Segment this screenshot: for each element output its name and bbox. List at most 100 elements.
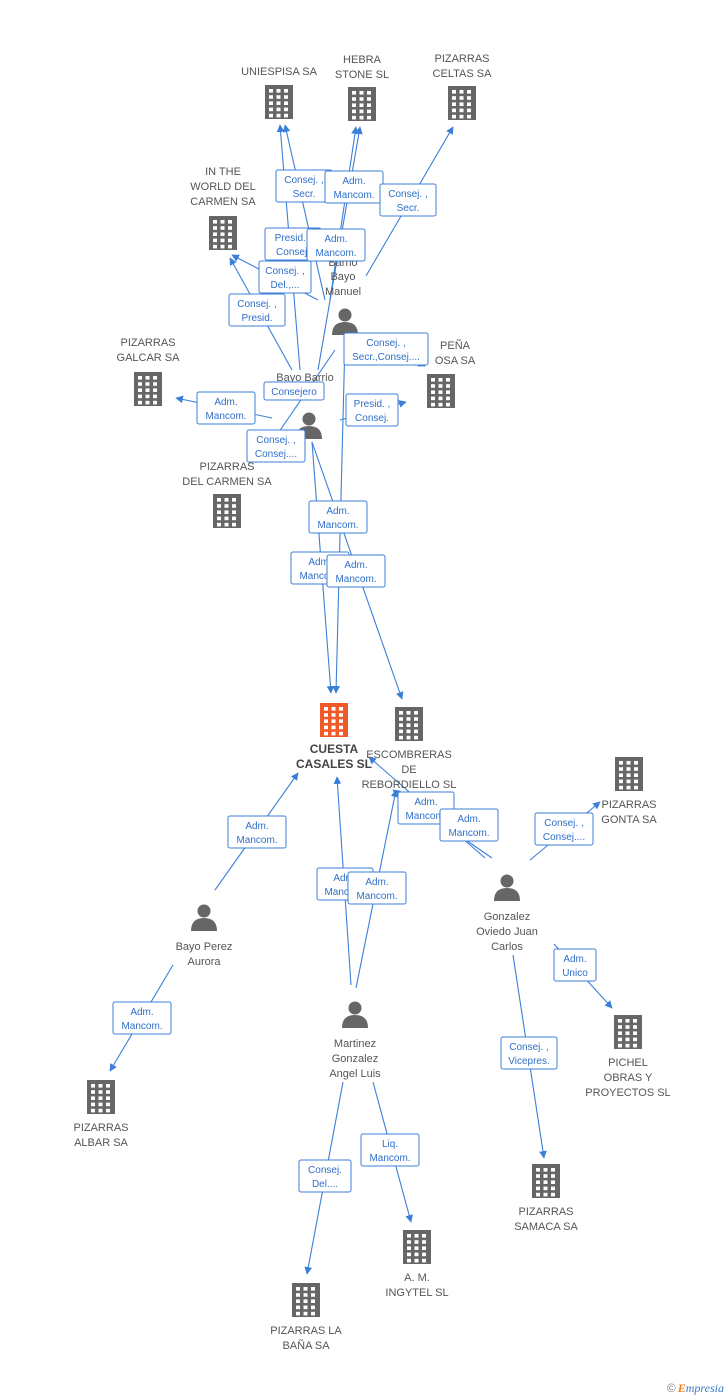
- person-icon[interactable]: [494, 874, 520, 902]
- company-building-icon[interactable]: [427, 374, 455, 408]
- focus-company-building-icon[interactable]: [320, 703, 348, 737]
- building-window: [406, 711, 411, 715]
- company-building-icon[interactable]: [265, 85, 293, 119]
- company-building-icon[interactable]: [532, 1164, 560, 1198]
- building-window: [91, 1108, 95, 1113]
- building-window: [446, 390, 450, 394]
- company-building-icon[interactable]: [448, 86, 476, 120]
- edge-label-bayomanuel-uniespisa[interactable]: Consej. ,Secr.: [275, 169, 333, 203]
- edge-label-bayomanuel-penaosa[interactable]: Consej. ,Secr.,Consej....: [343, 332, 429, 366]
- node-bayobarrio[interactable]: Bayo Barrio: [276, 372, 334, 439]
- edge-label-box: [308, 500, 368, 534]
- building-window: [339, 707, 343, 711]
- edge-label-bayomanuel-cuesta[interactable]: Adm.Mancom.: [308, 500, 368, 534]
- person-icon[interactable]: [332, 308, 358, 336]
- edge-label-martinez-bana[interactable]: Consej.Del....: [298, 1159, 352, 1193]
- company-building-icon[interactable]: [395, 707, 423, 741]
- building-window: [414, 1240, 419, 1244]
- edge-label-text: Adm.: [214, 397, 237, 408]
- building-window: [414, 723, 418, 727]
- building-window: [625, 1043, 630, 1048]
- company-building-icon[interactable]: [87, 1080, 115, 1114]
- building-window: [626, 785, 631, 790]
- person-icon[interactable]: [191, 904, 217, 932]
- edge-label-bayobarrio-hebra[interactable]: Adm.Mancom.: [306, 228, 366, 262]
- node-uniespisa[interactable]: UNIESPISA SA: [241, 66, 318, 119]
- footer-brand[interactable]: ©Empresia: [667, 1381, 724, 1396]
- person-head: [197, 904, 211, 918]
- company-building-icon[interactable]: [348, 87, 376, 121]
- edge-label-text: Mancom.: [236, 835, 277, 846]
- edge-label-bayobarrio-world[interactable]: Consej. ,Presid.: [228, 293, 286, 327]
- company-building-icon[interactable]: [134, 372, 162, 406]
- company-building-icon[interactable]: [403, 1230, 431, 1264]
- edge-label-gonzalez-samaca[interactable]: Consej. ,Vicepres.: [500, 1036, 558, 1070]
- edge-label-bayomanuel-pcarmen[interactable]: Consejero: [263, 381, 325, 401]
- building-window: [414, 729, 418, 734]
- company-building-icon[interactable]: [614, 1015, 642, 1049]
- building-window: [138, 388, 142, 392]
- edge-label-text: Consej. ,: [256, 435, 295, 446]
- edge-label-box: [379, 183, 437, 217]
- building-window: [625, 1037, 630, 1042]
- company-building-icon[interactable]: [209, 216, 237, 250]
- node-label-ingytel: A. M.: [404, 1272, 430, 1284]
- node-label-galcar: PIZARRAS: [120, 337, 175, 349]
- edge-label-bayobarrio-penaosa[interactable]: Presid. ,Consej.: [345, 393, 399, 427]
- edge-label-gonzalez-pichel[interactable]: Adm.Unico: [553, 948, 597, 982]
- building-window: [303, 1287, 308, 1291]
- edge-label-text: Consej. ,: [237, 299, 276, 310]
- edge-label-bayobarrio-pcarmen[interactable]: Consej. , Consej....: [246, 429, 306, 463]
- edge-label-box: [326, 554, 386, 588]
- edge-label-text: Mancom.: [356, 891, 397, 902]
- edge-label-bayomanuel-hebra[interactable]: Adm.Mancom.: [324, 170, 384, 204]
- edge-label-bayomanuel-world[interactable]: Consej. ,Del.,...: [258, 260, 312, 294]
- building-window: [543, 1192, 548, 1197]
- node-label-galcar: GALCAR SA: [117, 352, 181, 364]
- person-icon[interactable]: [342, 1001, 368, 1029]
- edge-label-gonzalez-gonta[interactable]: Consej. ,Consej....: [534, 812, 594, 846]
- building-window: [399, 729, 403, 734]
- building-window: [551, 1186, 555, 1191]
- edge-label-text: Consej.: [355, 413, 389, 424]
- building-window: [422, 1246, 426, 1250]
- building-window: [634, 779, 638, 784]
- company-building-icon[interactable]: [213, 494, 241, 528]
- node-label-samaca: SAMACA SA: [514, 1221, 578, 1233]
- edge-label-aurora-albar[interactable]: Adm.Mancom.: [112, 1001, 172, 1035]
- edge-label-martinez-ingytel[interactable]: Liq.Mancom.: [360, 1133, 420, 1167]
- edge-label-text: Secr.: [397, 203, 420, 214]
- company-building-icon[interactable]: [615, 757, 643, 791]
- edge-label-aurora-cuesta[interactable]: Adm.Mancom.: [227, 815, 287, 849]
- building-window: [303, 1305, 308, 1310]
- building-window: [269, 113, 273, 118]
- node-label-martinez: Martinez: [334, 1038, 376, 1050]
- node-label-escombreras: REBORDIELLO SL: [362, 779, 457, 791]
- edge-label-bayomanuel-celtas[interactable]: Consej. ,Secr.: [379, 183, 437, 217]
- edge-label-martinez-escombreras[interactable]: Adm.Mancom.: [347, 871, 407, 905]
- edge-label-gonzalez-escombreras[interactable]: Adm.Mancom.: [439, 808, 499, 842]
- building-window: [446, 378, 450, 382]
- node-ingytel[interactable]: A. M.INGYTEL SL: [385, 1230, 449, 1299]
- edge-label-bayobarrio-escombreras[interactable]: Adm.Mancom.: [326, 554, 386, 588]
- company-building-icon[interactable]: [292, 1283, 320, 1317]
- edge-label-text: Consej....: [255, 449, 297, 460]
- node-galcar[interactable]: PIZARRAS GALCAR SA: [117, 337, 181, 406]
- edge-label-bayobarrio-galcar[interactable]: Adm.Mancom.: [196, 391, 256, 425]
